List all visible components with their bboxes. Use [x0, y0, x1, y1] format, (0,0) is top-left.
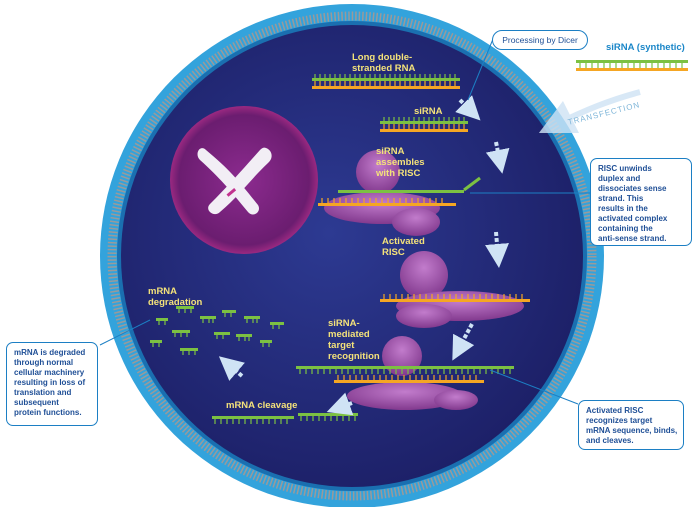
chromosome-icon [197, 147, 272, 215]
activated-risc-binds-callout: Activated RISC recognizes target mRNA se… [578, 400, 684, 450]
activated-risc-complex [380, 251, 530, 328]
mrna-degradation-label: mRNA degradation [148, 286, 203, 308]
mrna-degradation-fragments [150, 306, 284, 355]
callout-connectors [99, 38, 590, 405]
risc-unwinds-callout: RISC unwinds duplex and dissociates sens… [590, 158, 692, 246]
mrna-cleavage-label: mRNA cleavage [226, 400, 298, 411]
long-dsrna-strand [312, 74, 460, 89]
transfection-arrow [538, 89, 641, 134]
synthetic-sirna-strand [576, 60, 688, 71]
long-dsrna-label: Long double- stranded RNA [352, 52, 416, 74]
mrna-degraded-callout: mRNA is degraded through normal cellular… [6, 342, 98, 426]
cell-interior [121, 25, 583, 487]
cell-membrane-pattern [107, 11, 597, 501]
sirna-duplex [380, 117, 468, 132]
risc-assembly-strands [318, 176, 481, 206]
sirna-assembles-label: siRNA assembles with RISC [376, 146, 425, 179]
risc-complex-icon [324, 150, 440, 236]
arrow-icon [218, 95, 510, 416]
target-recognition-label: siRNA- mediated target recognition [328, 318, 380, 362]
sirna-label: siRNA [414, 106, 443, 117]
processing-by-dicer-callout: Processing by Dicer [492, 30, 588, 50]
activated-risc-label: Activated RISC [382, 236, 425, 258]
sirna-synthetic-label: siRNA (synthetic) [606, 42, 685, 53]
target-recognition-complex [296, 336, 514, 410]
